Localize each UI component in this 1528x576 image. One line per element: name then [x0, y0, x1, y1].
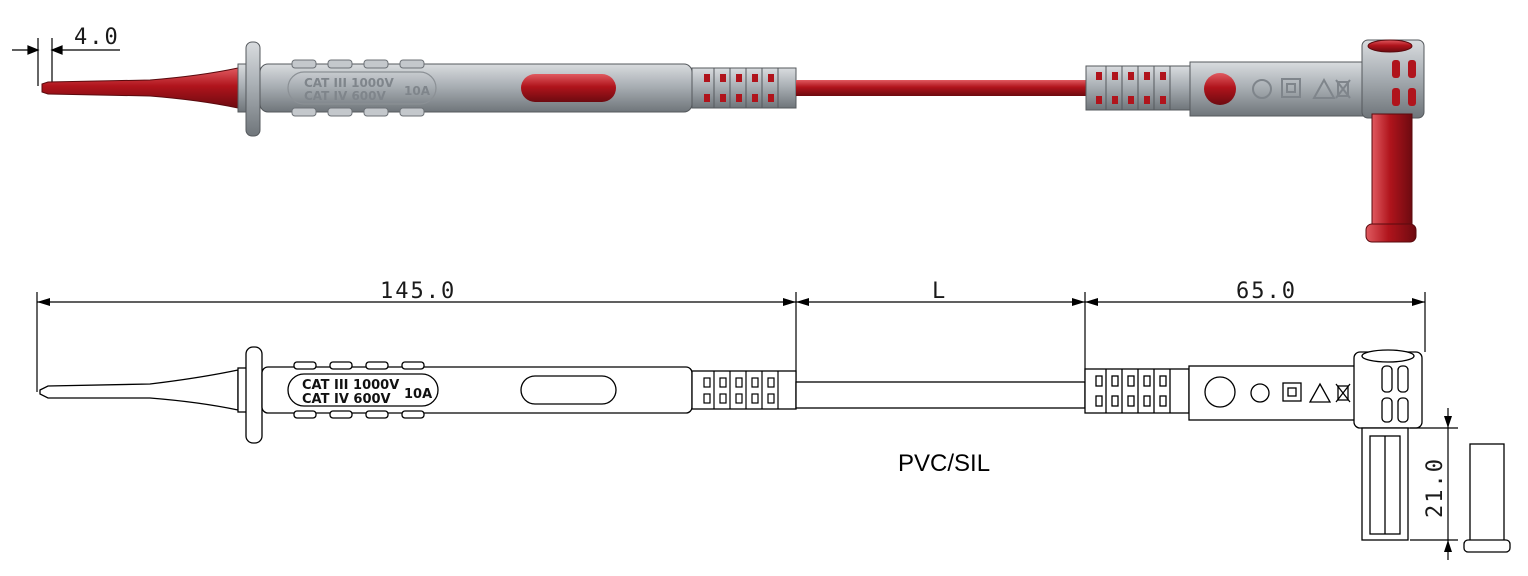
- probe-red-window: [521, 74, 616, 102]
- plug-head: [1361, 39, 1425, 119]
- plug-red-dot: [1204, 73, 1236, 105]
- top-rating: 10A: [404, 84, 431, 98]
- finger-guard: [237, 41, 261, 137]
- side-probe-outline: [39, 346, 797, 444]
- strain-relief-ribs: [691, 67, 797, 109]
- side-rating: 10A: [404, 387, 432, 402]
- length-dimensions: [36, 292, 1426, 392]
- top-marking-line2: CAT IV 600V: [304, 89, 387, 103]
- dimension-plug-length: 65.0: [1236, 279, 1297, 304]
- side-cable: [795, 381, 1086, 409]
- dimension-cable-length: L: [932, 279, 947, 304]
- socket-dimension: [1410, 408, 1458, 560]
- red-cable: [796, 80, 1086, 96]
- top-view-probe: 4.0 CAT III 1000V CAT IV 600V 10A: [12, 25, 1425, 243]
- socket-sleeve: [1463, 443, 1511, 553]
- top-marking-line1: CAT III 1000V: [304, 76, 394, 90]
- side-marking-line1: CAT III 1000V: [302, 378, 399, 393]
- cable-material-label: PVC/SIL: [898, 450, 990, 477]
- red-socket: [1365, 113, 1417, 243]
- dimension-probe-length: 145.0: [380, 279, 456, 304]
- tip-dimension: [12, 38, 120, 86]
- dimension-socket-length: 21.0: [1423, 457, 1448, 518]
- plug-strain-relief: [1085, 65, 1191, 111]
- side-view-drawing: 145.0 L 65.0: [36, 279, 1511, 560]
- probe-tip: [41, 67, 239, 109]
- top-certification-icons: [1252, 77, 1351, 99]
- tip-dimension-label: 4.0: [74, 25, 120, 50]
- side-marking-line2: CAT IV 600V: [302, 392, 391, 407]
